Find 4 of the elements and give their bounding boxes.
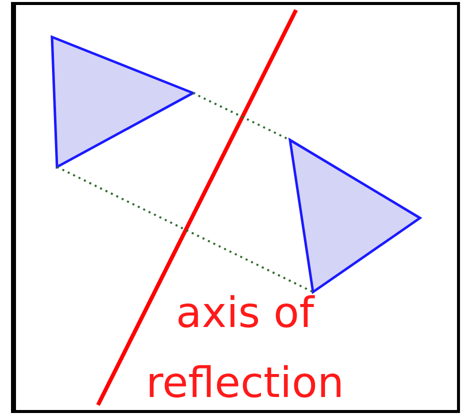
dotted-line (56, 166, 314, 293)
axis-label: axis of reflection (144, 287, 346, 409)
triangle (288, 138, 422, 294)
triangle (50, 35, 196, 170)
